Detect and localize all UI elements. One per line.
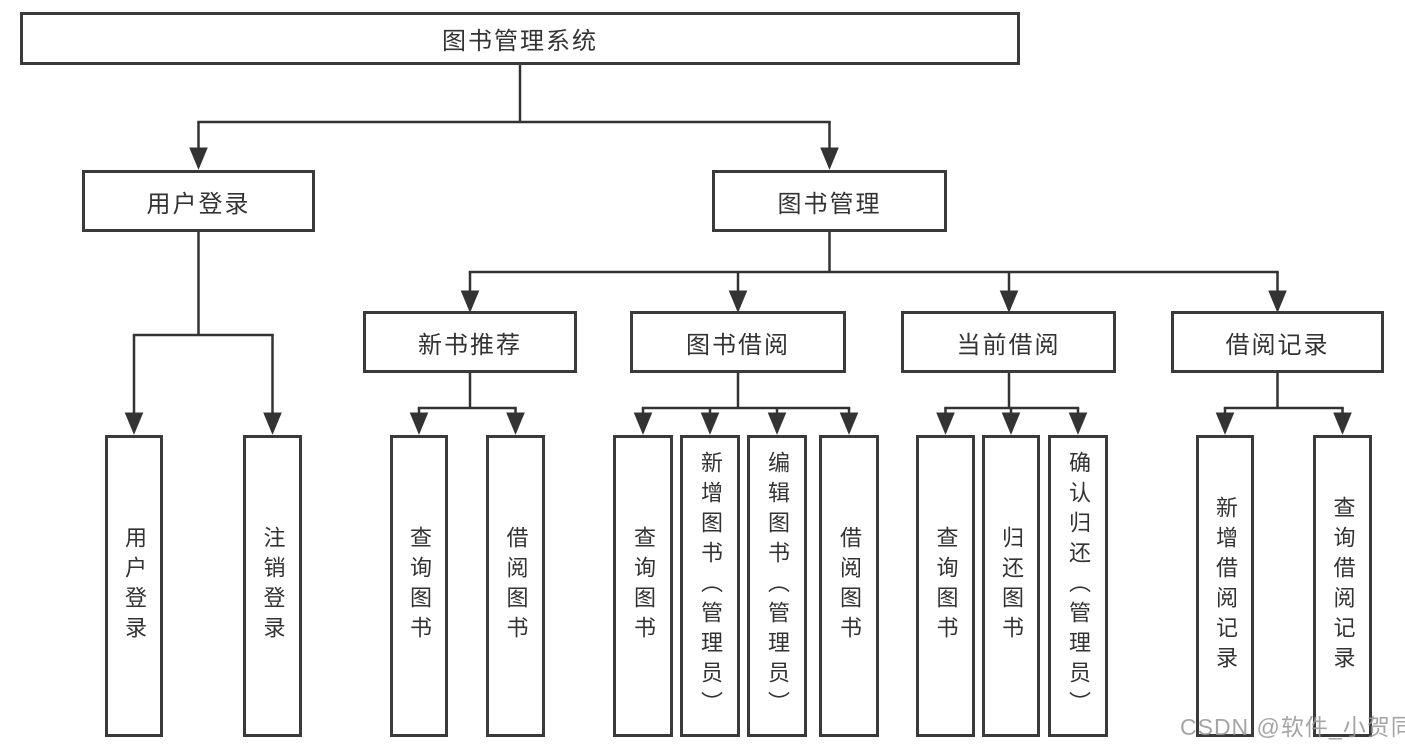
leaf-query-books-current: 查询图书 bbox=[916, 435, 975, 737]
node-label: 确认归还（管理员） bbox=[1066, 451, 1091, 721]
leaf-borrow-books-recommend: 借阅图书 bbox=[486, 435, 545, 737]
leaf-query-books-borrow: 查询图书 bbox=[613, 435, 673, 737]
connector-trunk-lines bbox=[132, 63, 1344, 410]
node-label: 图书管理系统 bbox=[442, 28, 598, 55]
node-user-login-branch: 用户登录 bbox=[82, 170, 315, 232]
node-label: 图书管理 bbox=[777, 190, 882, 218]
node-label: 图书借阅 bbox=[686, 331, 790, 359]
leaf-borrow-books: 借阅图书 bbox=[819, 435, 879, 737]
node-label: 查询图书 bbox=[631, 526, 656, 646]
node-label: 新书推荐 bbox=[418, 331, 522, 359]
node-new-book-recommend: 新书推荐 bbox=[363, 311, 577, 373]
node-label: 用户登录 bbox=[146, 190, 251, 218]
csdn-watermark: CSDN @软件_小贺同学 bbox=[1180, 714, 1405, 740]
leaf-confirm-return-admin: 确认归还（管理员） bbox=[1048, 435, 1108, 737]
node-label: 注销登录 bbox=[260, 526, 286, 646]
node-library-system-root: 图书管理系统 bbox=[20, 12, 1020, 65]
node-borrowing-records: 借阅记录 bbox=[1171, 311, 1384, 373]
node-label: 查询图书 bbox=[933, 526, 959, 646]
leaf-logout: 注销登录 bbox=[243, 435, 302, 737]
node-label: 查询图书 bbox=[407, 526, 432, 646]
leaf-return-books: 归还图书 bbox=[982, 435, 1040, 737]
node-label: 当前借阅 bbox=[956, 331, 1061, 359]
leaf-edit-books-admin: 编辑图书（管理员） bbox=[747, 435, 807, 737]
node-label: 借阅记录 bbox=[1225, 331, 1330, 359]
node-label: 归还图书 bbox=[999, 526, 1024, 646]
node-book-management-branch: 图书管理 bbox=[712, 170, 947, 232]
leaf-query-books-recommend: 查询图书 bbox=[390, 435, 448, 737]
node-book-borrowing: 图书借阅 bbox=[630, 311, 846, 373]
node-label: 编辑图书（管理员） bbox=[765, 451, 790, 721]
leaf-query-borrow-record: 查询借阅记录 bbox=[1313, 435, 1372, 737]
node-label: 借阅图书 bbox=[837, 526, 862, 646]
node-label: 查询借阅记录 bbox=[1330, 496, 1356, 676]
node-label: 借阅图书 bbox=[503, 526, 529, 646]
node-label: 新增借阅记录 bbox=[1213, 496, 1238, 676]
leaf-user-login: 用户登录 bbox=[105, 435, 163, 737]
node-label: 用户登录 bbox=[122, 526, 147, 646]
leaf-add-books-admin: 新增图书（管理员） bbox=[680, 435, 740, 737]
node-label: 新增图书（管理员） bbox=[698, 451, 723, 721]
node-current-borrowing: 当前借阅 bbox=[901, 311, 1116, 373]
leaf-add-borrow-record: 新增借阅记录 bbox=[1196, 435, 1254, 737]
